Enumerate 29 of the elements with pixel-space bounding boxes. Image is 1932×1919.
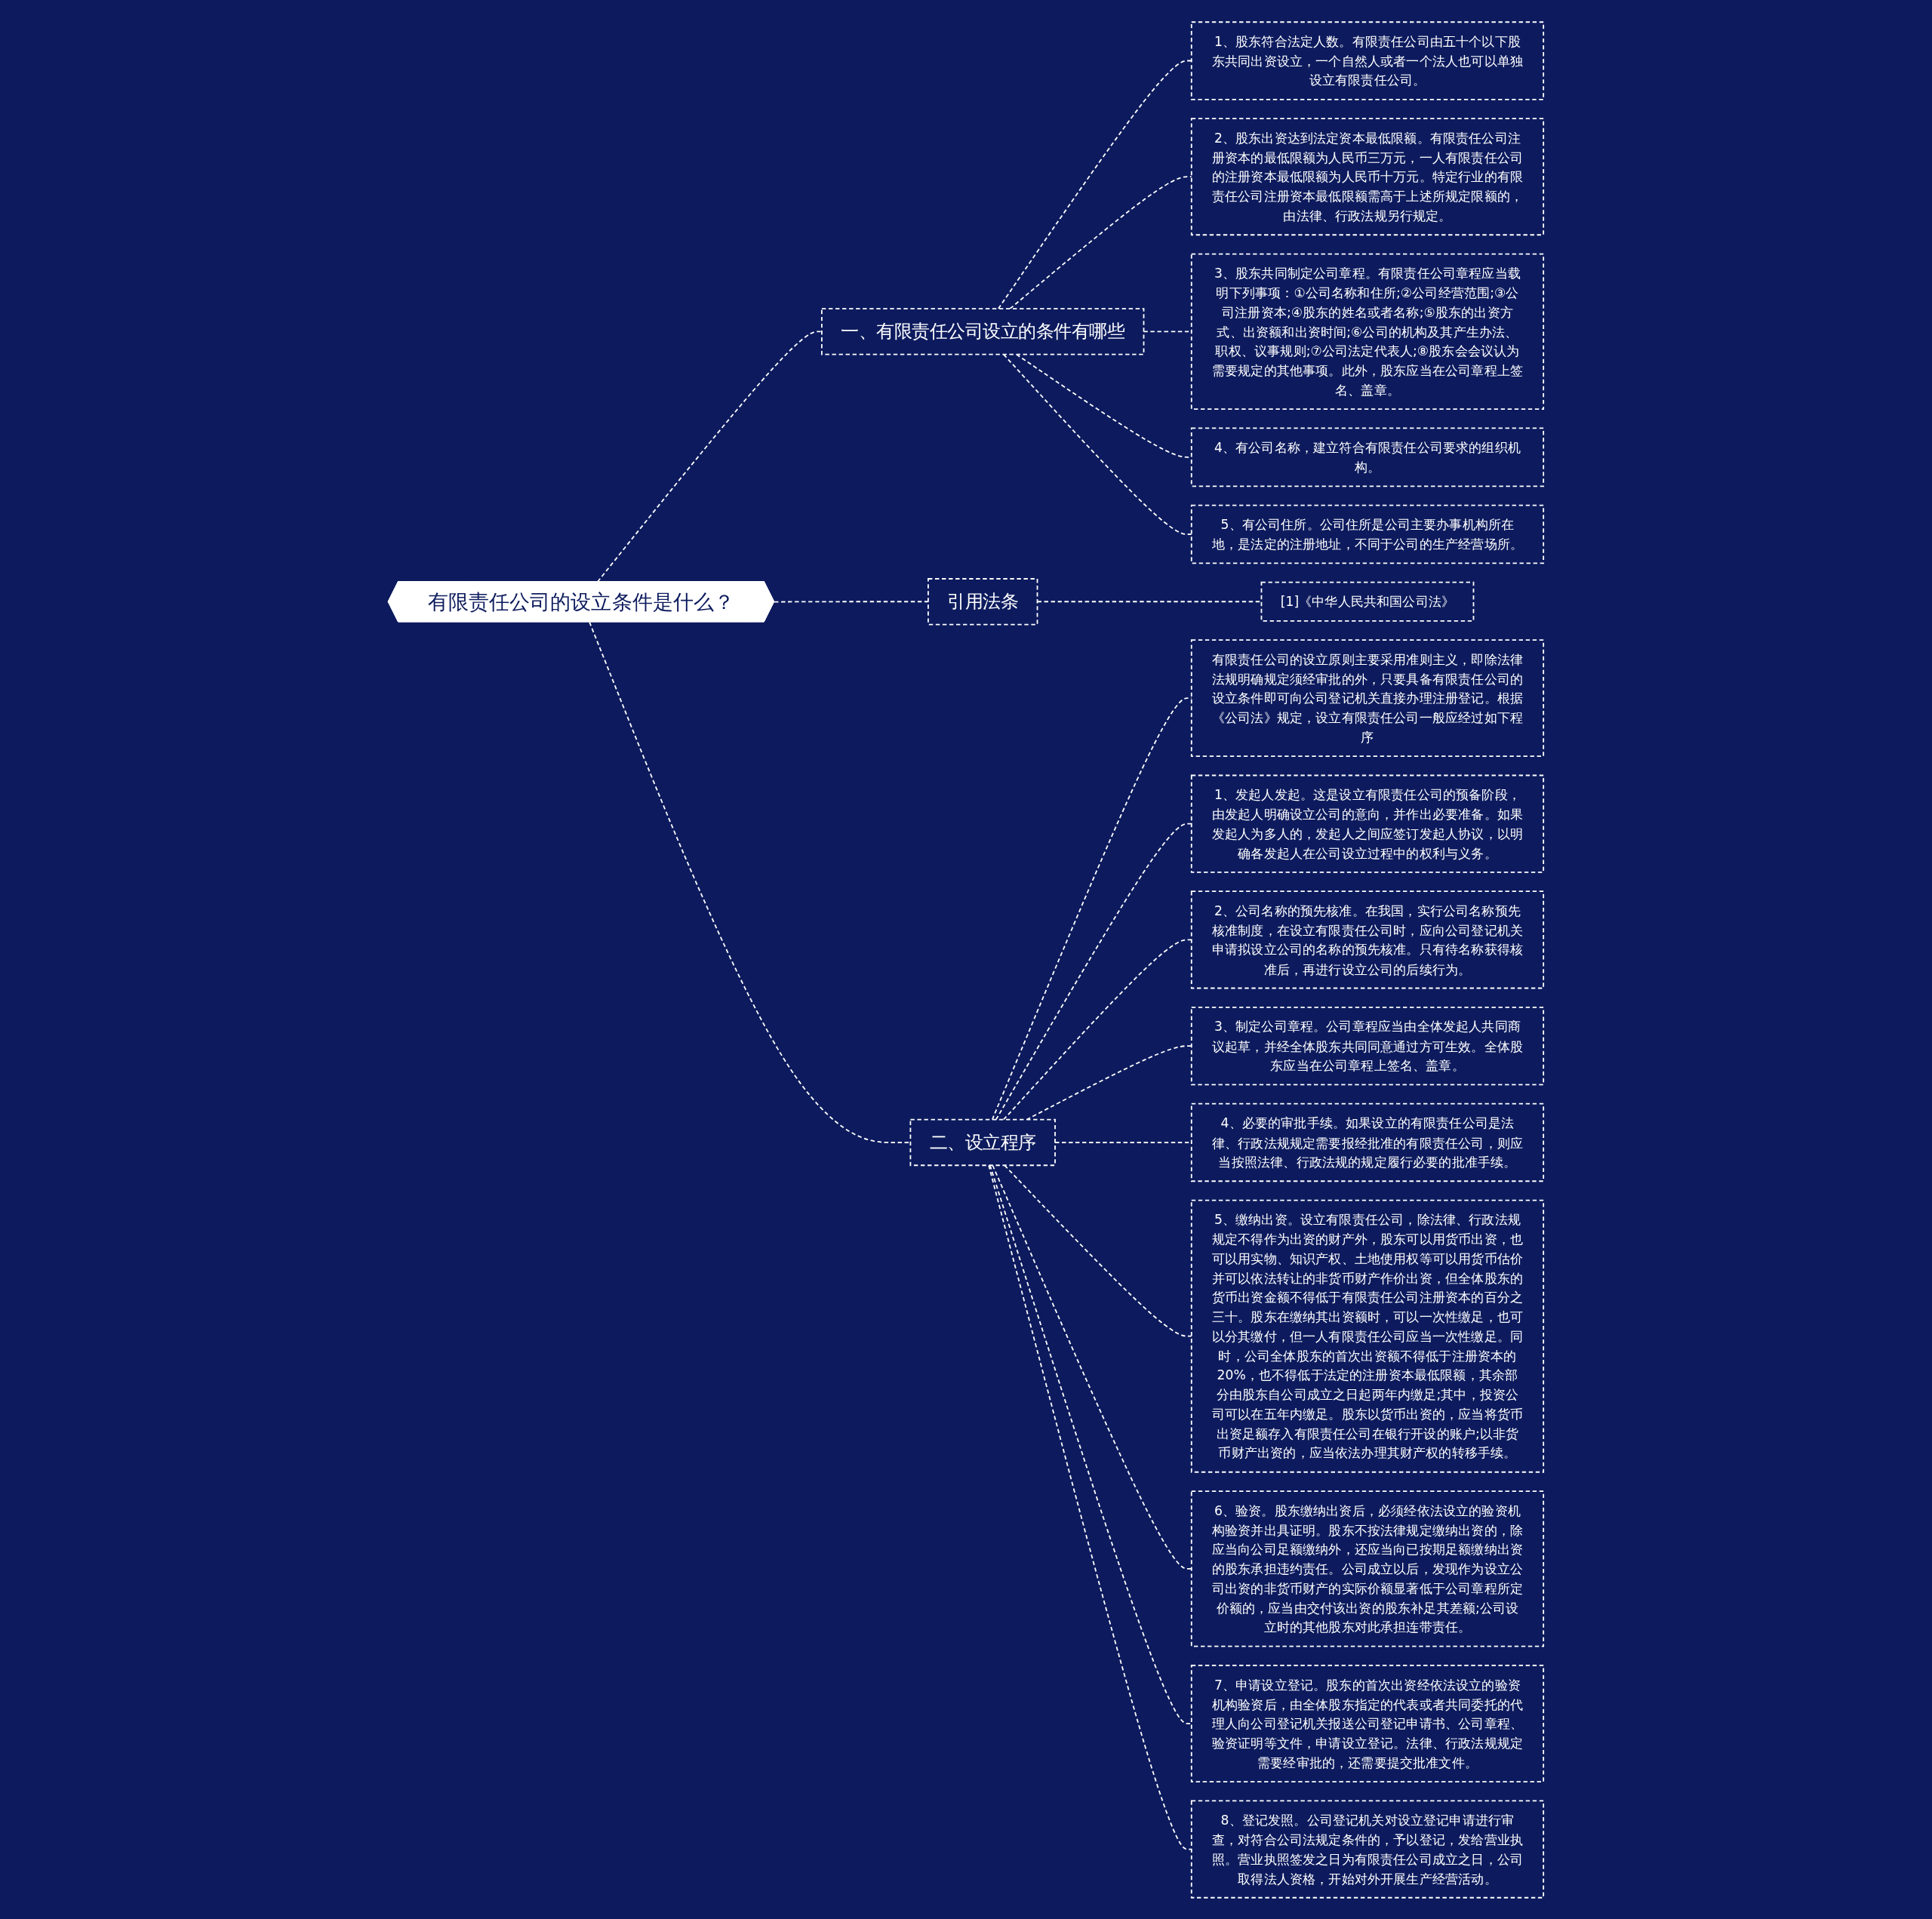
node-box: 7、申请设立登记。股东的首次出资经依法设立的验资机构验资后，由全体股东指定的代表或者共同委托的代理人向公司登记机关报送公司登记申请书、公司章程、验资证明等文件，申请设立登记。法律、行政法规规定需要经审批的，还需要提交批准文件。	[1191, 1664, 1545, 1782]
connector	[1003, 353, 1192, 535]
connector	[992, 697, 1192, 1121]
node-box: 3、制定公司章程。公司章程应当由全体发起人共同商议起草，并经全体股东共同同意通过方可生效。全体股东应当在公司章程上签名、盖章。	[1191, 1006, 1545, 1085]
connector	[1004, 1164, 1192, 1337]
connector	[1009, 175, 1192, 309]
connector	[1003, 938, 1192, 1121]
node-box: 2、公司名称的预先核准。在我国，实行公司名称预先核准制度，在设立有限责任公司时，应向公司登记机关申请拟设立公司的名称的预先核准。只有待名称获得核准后，再进行设立公司的后续行为。	[1191, 890, 1545, 989]
node-box: 1、发起人发起。这是设立有限责任公司的预备阶段，由发起人明确设立公司的意向，并作出必要准备。如果发起人为多人的，发起人之间应签订发起人协议，以明确各发起人在公司设立过程中的权利与义务。	[1191, 774, 1545, 873]
connector	[992, 1164, 1192, 1570]
node-box: 5、有公司住所。公司住所是公司主要办事机构所在地，是法定的注册地址，不同于公司的生产经营场所。	[1191, 504, 1545, 564]
connector	[988, 1164, 1192, 1850]
connector	[989, 1164, 1192, 1724]
node-box: 一、有限责任公司设立的条件有哪些	[821, 307, 1145, 355]
node-box: 4、必要的审批手续。如果设立的有限责任公司是法律、行政法规规定需要报经批准的有限责任公司，则应当按照法律、行政法规的规定履行必要的批准手续。	[1191, 1103, 1545, 1182]
connector	[1026, 1044, 1192, 1121]
node-box: [1]《中华人民共和国公司法》	[1260, 581, 1475, 622]
node-box: 5、缴纳出资。设立有限责任公司，除法律、行政法规规定不得作为出资的财产外，股东可以用货币出资，也可以用实物、知识产权、土地使用权等可以用货币估价并可以依法转让的非货币财产作价出资，但全体股东的货币出资金额不得低于有限责任公司注册资本的百分之三十。股东在缴纳其出资额时，可以一次性缴足，也可以分其缴付，但一人有限责任公司应当一次性缴足。同时，公司全体股东的首次出资额不得低于注册资本的20%，也不得低于法定的注册资本最低限额，其余部分由股东自公司成立之日起两年内缴足;其中，投资公司可以在五年内缴足。股东以货币出资的，应当将货币出资足额存入有限责任公司在银行开设的账户;以非货币财产出资的，应当依法办理其财产权的转移手续。	[1191, 1199, 1545, 1473]
node-box: 6、验资。股东缴纳出资后，必须经依法设立的验资机构验资并出具证明。股东不按法律规定缴纳出资的，除应当向公司足额缴纳外，还应当向已按期足额缴纳出资的股东承担违约责任。公司成立以后，发现作为设立公司出资的非货币财产的实际价额显著低于公司章程所定价额的，应当由交付该出资的股东补足其差额;公司设立时的其他股东对此承担连带责任。	[1191, 1490, 1545, 1647]
connector	[998, 60, 1192, 309]
node-box: 2、股东出资达到法定资本最低限额。有限责任公司注册资本的最低限额为人民币三万元，一人有限责任公司的注册资本最低限额为人民币十万元。特定行业的有限责任公司注册资本最低限额需高于上述所规定限额的，由法律、行政法规另行规定。	[1191, 117, 1545, 235]
node-box: 1、股东符合法定人数。有限责任公司由五十个以下股东共同出资设立，一个自然人或者一个法人也可以单独设立有限责任公司。	[1191, 20, 1545, 100]
node-box: 有限责任公司的设立原则主要采用准则主义，即除法律法规明确规定须经审批的外，只要具备有限责任公司的设立条件即可向公司登记机关直接办理注册登记。根据《公司法》规定，设立有限责任公司一般应经过如下程序	[1191, 638, 1545, 757]
node-box: 8、登记发照。公司登记机关对设立登记申请进行审查，对符合公司法规定条件的，予以登记，发给营业执照。营业执照签发之日为有限责任公司成立之日，公司取得法人资格，开始对外开展生产经营活动。	[1191, 1800, 1545, 1899]
connector	[995, 823, 1192, 1121]
node-box: 引用法条	[928, 577, 1038, 625]
node-box: 二、设立程序	[909, 1118, 1057, 1166]
node-box: 4、有公司名称，建立符合有限责任公司要求的组织机构。	[1191, 427, 1545, 487]
node-box: 3、股东共同制定公司章程。有限责任公司章程应当载明下列事项：①公司名称和住所;②公司经营范围;③公司注册资本;④股东的姓名或者名称;⑤股东的出资方式、出资额和出资时间;⑥公司的机构及其产生办法、职权、议事规则;⑦公司法定代表人;⑧股东会会议认为需要规定的其他事项。此外，股东应当在公司章程上签名、盖章。	[1191, 253, 1545, 410]
